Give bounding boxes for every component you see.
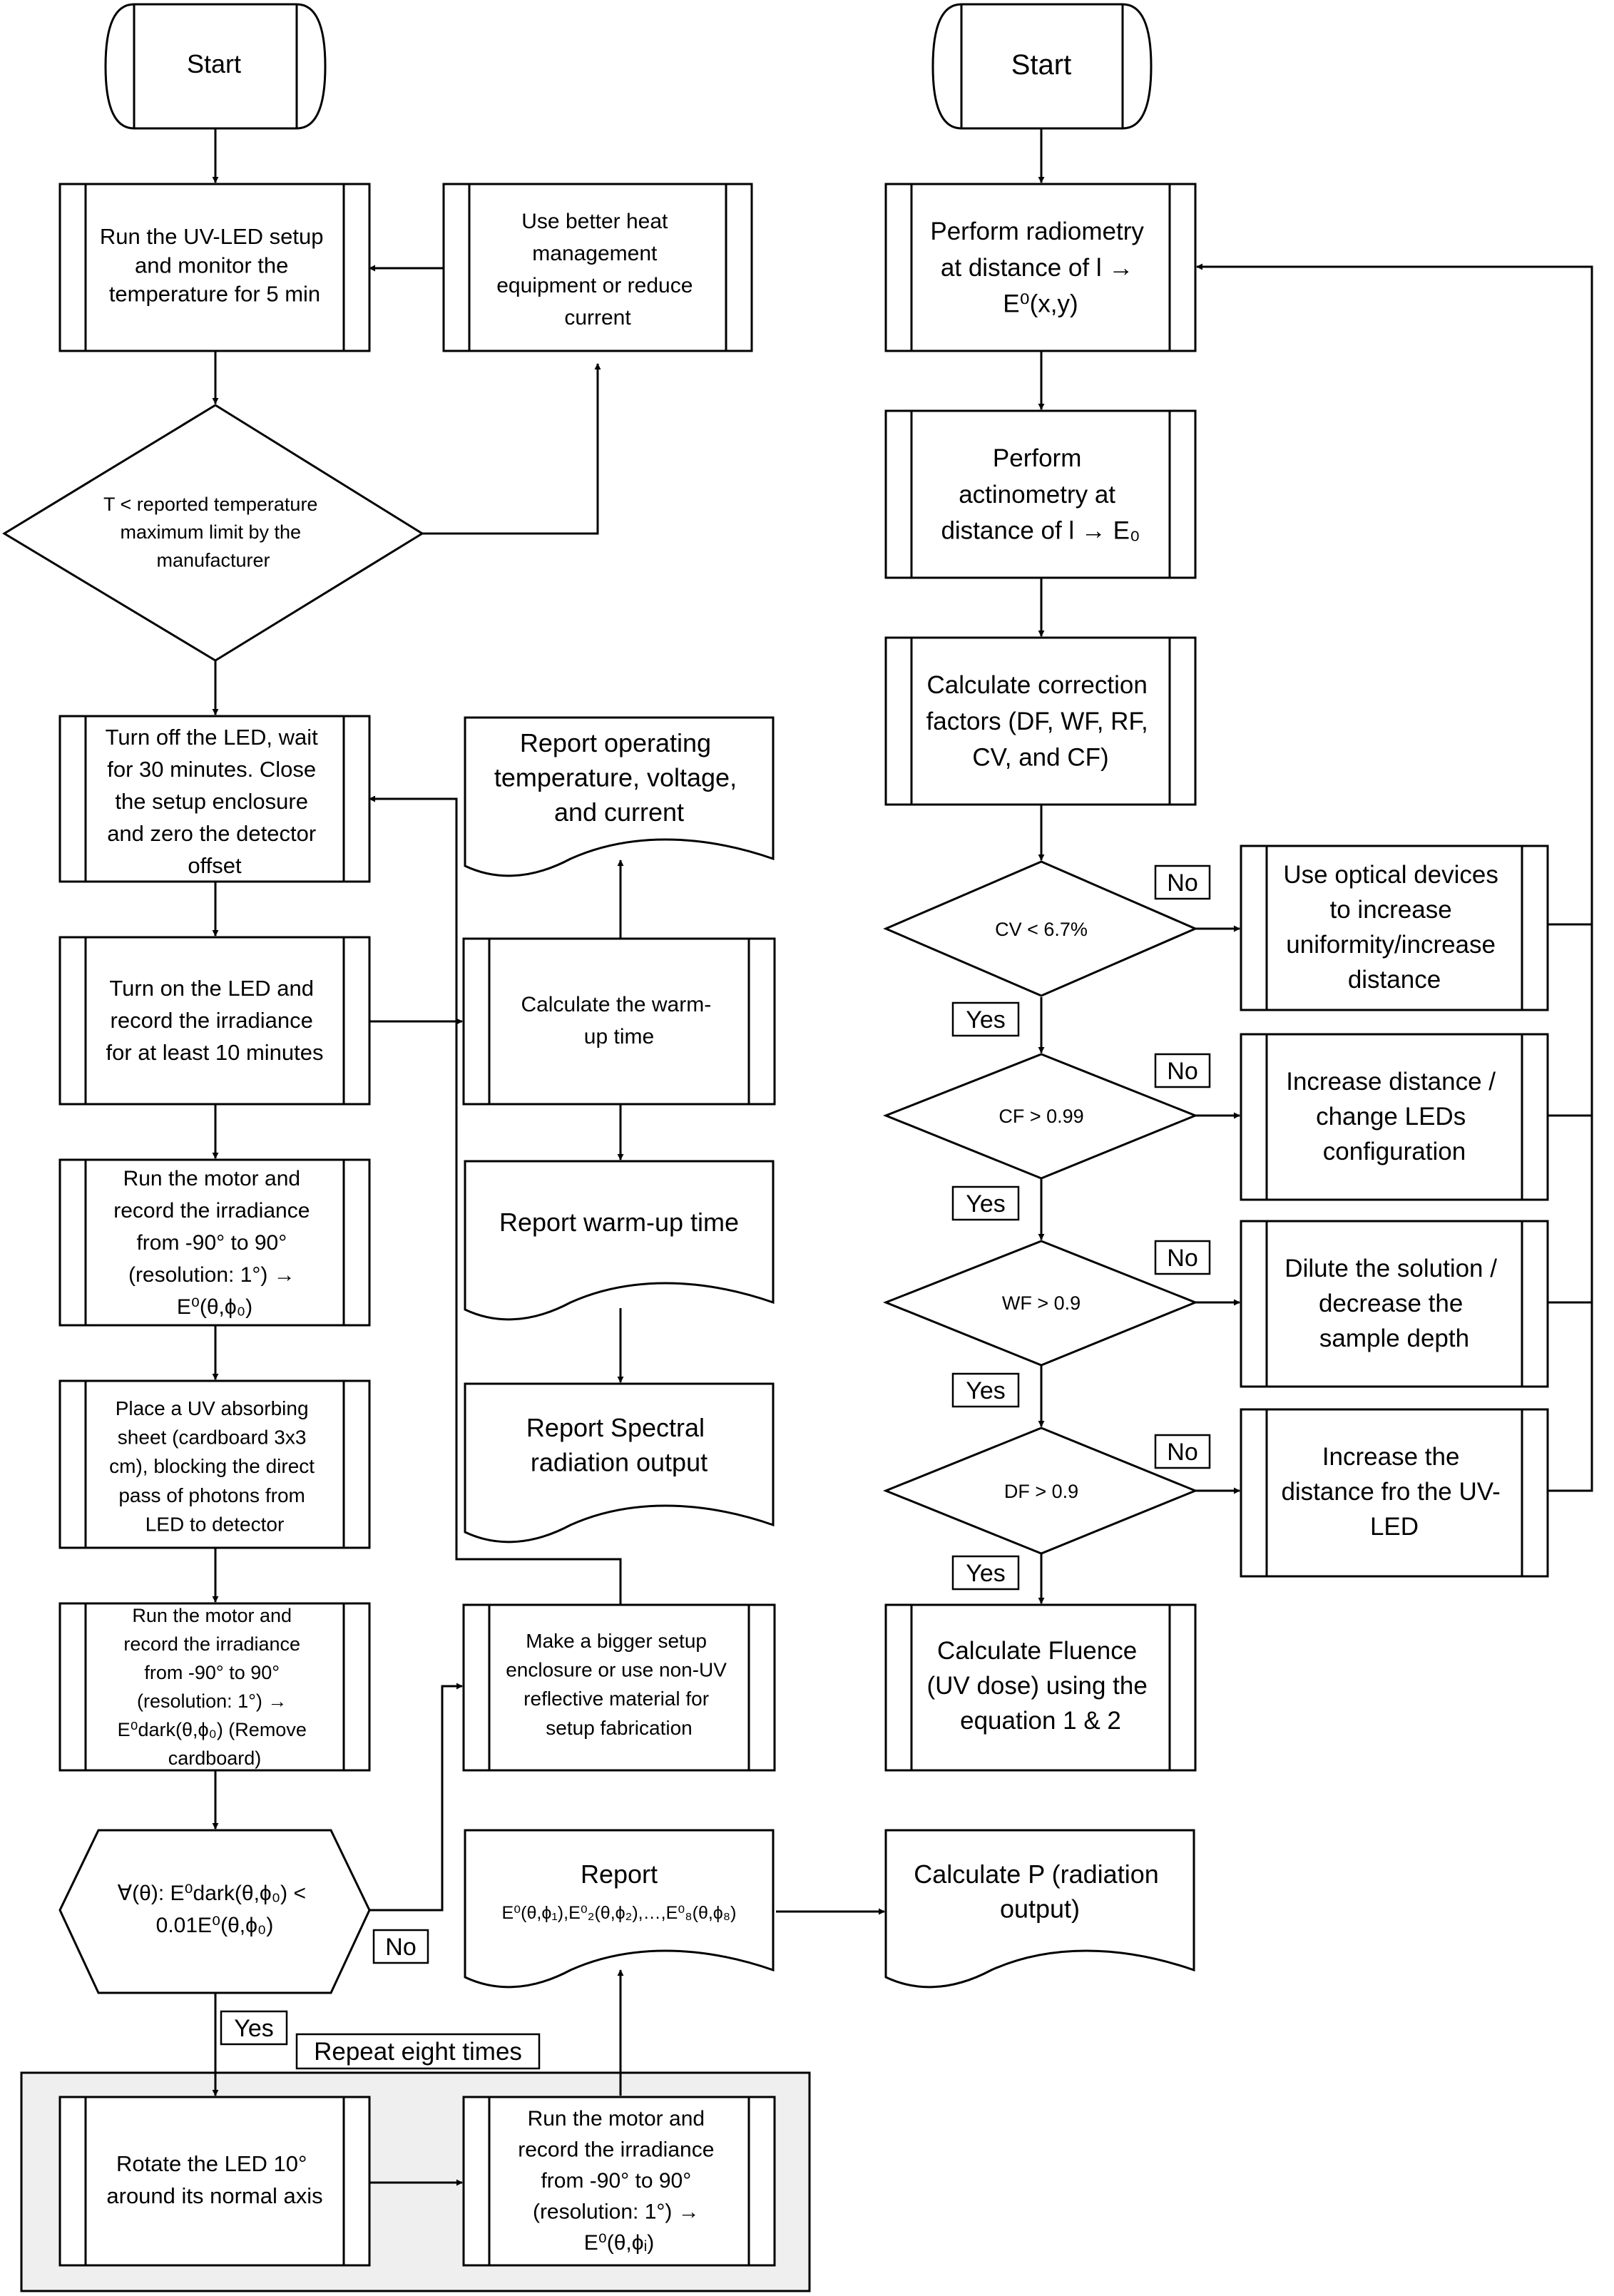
correction-factors-process: Calculate correction factors (DF, WF, RF… — [884, 636, 1197, 806]
temperature-decision: T < reported temperature maximum limit b… — [2, 404, 424, 662]
label-yes-dark: Yes — [220, 2010, 288, 2046]
svg-text:Yes: Yes — [234, 2015, 273, 2042]
cf-fix-process: Increase distance / change LEDs configur… — [1240, 1033, 1549, 1201]
svg-text:Calculate Fluence (UV do: Calculate Fluence (UV dose) using the eq… — [926, 1637, 1154, 1735]
svg-text:Report warm-up time: Report warm-up time — [499, 1208, 739, 1237]
svg-text:No: No — [1167, 869, 1197, 897]
svg-text:Use optical devices to i: Use optical devices to increase uniformi… — [1283, 861, 1505, 994]
svg-text:Report operating tempera: Report operating temperature, voltage, a… — [494, 728, 744, 827]
fluence-process: Calculate Fluence (UV dose) using the eq… — [884, 1603, 1197, 1772]
label-no-cf: No — [1154, 1053, 1211, 1088]
svg-text:Calculate the warm- up t: Calculate the warm- up time — [521, 993, 717, 1048]
label-yes-cf: Yes — [951, 1185, 1020, 1221]
label-no-cv: No — [1154, 864, 1211, 900]
svg-text:No: No — [1167, 1058, 1197, 1085]
svg-text:Run the motor and record: Run the motor and record the irradiance … — [518, 2107, 720, 2255]
place-sheet-process: Place a UV absorbing sheet (cardboard 3x… — [58, 1379, 371, 1549]
edge-bigger-to-turn-off — [369, 795, 622, 1605]
edge-fix-df-return — [1548, 924, 1593, 1492]
radiometry-process: Perform radiometry at distance of l → E⁰… — [884, 183, 1197, 352]
turn-off-process: Turn off the LED, wait for 30 minutes. C… — [58, 715, 371, 883]
svg-text:Increase the distance fr: Increase the distance fro the UV- LED — [1281, 1443, 1507, 1541]
calculate-p-document: Calculate P (radiation output) — [884, 1829, 1195, 1989]
cv-decision: CV < 6.7% — [883, 860, 1198, 997]
svg-text:T < reported temperature: T < reported temperature maximum limit b… — [103, 494, 323, 571]
svg-text:Yes: Yes — [966, 1377, 1005, 1404]
report-e0-document: Report E⁰(θ,ϕ₁),E⁰₂(θ,ϕ₂),…,E⁰₈(θ,ϕ₈) — [464, 1829, 775, 1989]
svg-text:∀(θ): E⁰dark(θ,ϕ₀) < 0.0: ∀(θ): E⁰dark(θ,ϕ₀) < 0.01E⁰(θ,ϕ₀) — [118, 1882, 312, 1937]
svg-text:Report: Report — [581, 1859, 658, 1889]
run-setup-process: Run the UV-LED setup and monitor the tem… — [58, 183, 371, 352]
svg-text:Perform radiometry at di: Perform radiometry at distance of l → E⁰… — [930, 218, 1150, 318]
label-no-wf: No — [1154, 1240, 1211, 1275]
label-no-dark: No — [372, 1929, 429, 1964]
start-right-label: Start — [1011, 49, 1071, 81]
heat-management-process: Use better heat management equipment or … — [442, 183, 753, 352]
turn-on-process: Turn on the LED and record the irradianc… — [58, 936, 371, 1106]
warmup-process: Calculate the warm- up time — [462, 937, 776, 1106]
svg-text:E⁰(θ,ϕ₁),E⁰₂(θ,ϕ₂),…,E⁰₈(θ,ϕ₈): E⁰(θ,ϕ₁),E⁰₂(θ,ϕ₂),…,E⁰₈(θ,ϕ₈) — [501, 1903, 736, 1923]
cv-fix-process: Use optical devices to increase uniformi… — [1240, 845, 1549, 1011]
svg-text:Rotate the LED 10° aroun: Rotate the LED 10° around its normal axi… — [106, 2151, 322, 2208]
svg-text:Place a UV absorbing she: Place a UV absorbing sheet (cardboard 3x… — [109, 1397, 320, 1535]
svg-text:CV < 6.7%: CV < 6.7% — [995, 919, 1088, 940]
report-spectral-document: Report Spectral radiation output — [464, 1382, 775, 1544]
svg-text:Yes: Yes — [966, 1560, 1005, 1587]
svg-text:Run the UV-LED setup and: Run the UV-LED setup and monitor the tem… — [100, 224, 330, 307]
svg-text:Dilute the solution / de: Dilute the solution / decrease the sampl… — [1284, 1255, 1503, 1352]
run-motor-dark-process: Run the motor and record the irradiance … — [58, 1602, 371, 1772]
svg-text:Turn on the LED and reco: Turn on the LED and record the irradianc… — [106, 976, 324, 1065]
wf-fix-process: Dilute the solution / decrease the sampl… — [1240, 1220, 1549, 1388]
label-repeat-eight-times: Repeat eight times — [295, 2033, 541, 2070]
run-motor-process: Run the motor and record the irradiance … — [58, 1158, 371, 1327]
svg-text:CF > 0.99: CF > 0.99 — [998, 1106, 1083, 1127]
label-yes-wf: Yes — [951, 1372, 1020, 1408]
start-left-label: Start — [187, 49, 241, 78]
start-right: Start — [931, 3, 1153, 130]
report-warmup-document: Report warm-up time — [464, 1160, 775, 1321]
df-decision: DF > 0.9 — [882, 1427, 1198, 1555]
svg-text:Yes: Yes — [966, 1190, 1005, 1218]
actinometry-process: Perform actinometry at distance of l → E… — [884, 409, 1197, 579]
run-motor-i-process: Run the motor and record the irradiance … — [462, 2096, 776, 2267]
svg-text:Turn off the LED, wait f: Turn off the LED, wait for 30 minutes. C… — [106, 725, 325, 878]
df-fix-process: Increase the distance fro the UV- LED — [1240, 1408, 1549, 1578]
svg-text:Run the motor and record: Run the motor and record the irradiance … — [113, 1167, 316, 1319]
svg-text:WF > 0.9: WF > 0.9 — [1002, 1292, 1081, 1314]
label-yes-df: Yes — [951, 1555, 1020, 1591]
dark-check-decision: ∀(θ): E⁰dark(θ,ϕ₀) < 0.01E⁰(θ,ϕ₀) — [58, 1829, 371, 1994]
svg-text:Make a bigger setup encl: Make a bigger setup enclosure or use non… — [506, 1630, 732, 1739]
wf-decision: WF > 0.9 — [882, 1240, 1199, 1367]
svg-text:Increase distance / chan: Increase distance / change LEDs configur… — [1286, 1068, 1503, 1165]
report-operating-document: Report operating temperature, voltage, a… — [464, 716, 775, 877]
svg-text:Yes: Yes — [966, 1006, 1005, 1034]
edge-fixes-return — [1196, 263, 1593, 926]
svg-text:Use better heat manageme: Use better heat management equipment or … — [496, 210, 699, 330]
bigger-enclosure-process: Make a bigger setup enclosure or use non… — [462, 1603, 776, 1772]
svg-text:No: No — [1167, 1245, 1197, 1272]
label-yes-cv: Yes — [951, 1001, 1020, 1037]
svg-text:Perform actinometry at: Perform actinometry at distance of l → E… — [941, 444, 1140, 545]
svg-text:No: No — [385, 1934, 416, 1961]
svg-text:Run the motor and record: Run the motor and record the irradiance … — [118, 1605, 312, 1769]
cf-decision: CF > 0.99 — [882, 1053, 1199, 1180]
start-left: Start — [104, 3, 327, 130]
label-no-df: No — [1154, 1434, 1211, 1469]
connectors — [212, 128, 1593, 2186]
svg-text:DF > 0.9: DF > 0.9 — [1004, 1481, 1078, 1502]
svg-text:Calculate P (radiation o: Calculate P (radiation output) — [914, 1859, 1166, 1924]
svg-text:No: No — [1167, 1439, 1197, 1466]
rotate-led-process: Rotate the LED 10° around its normal axi… — [58, 2096, 371, 2267]
edge-decision-to-heat — [422, 363, 601, 535]
svg-text:Report Spectral radiatio: Report Spectral radiation output — [526, 1413, 712, 1477]
svg-text:Calculate correction fac: Calculate correction factors (DF, WF, RF… — [926, 671, 1155, 772]
svg-text:Repeat eight times: Repeat eight times — [314, 2038, 522, 2066]
edge-decision-no-to-bigger — [369, 1683, 463, 1912]
